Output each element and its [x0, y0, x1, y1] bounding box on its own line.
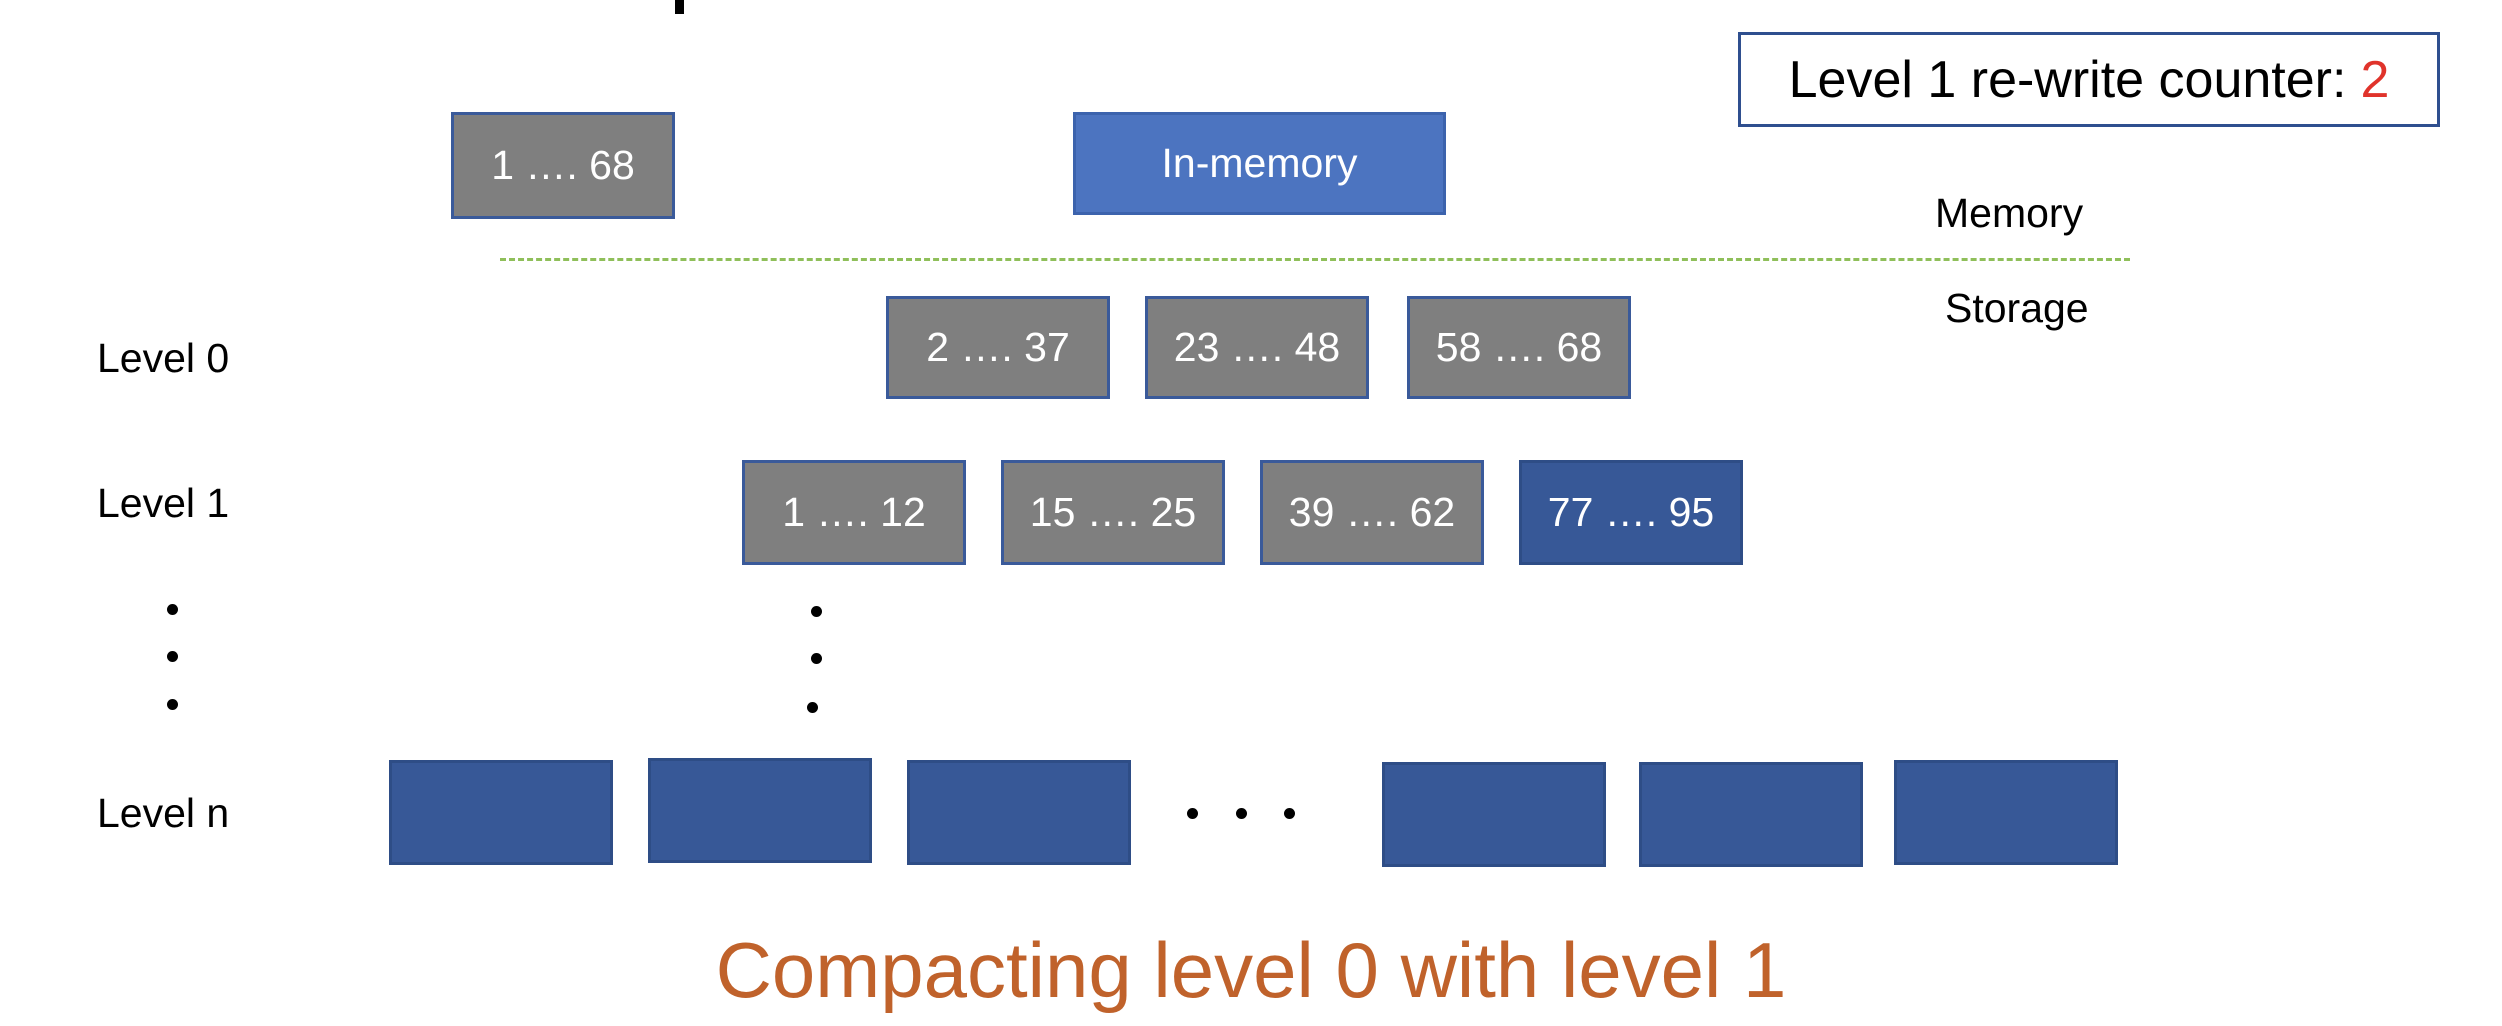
- level-0-sstable-range: 23 …. 48: [1173, 324, 1341, 370]
- title-fragment: [675, 0, 684, 14]
- level-n-sstable: [1639, 762, 1863, 867]
- in-memory-label: In-memory: [1161, 140, 1358, 186]
- memory-label: Memory: [1935, 190, 2084, 236]
- level-n-sstable: [907, 760, 1131, 865]
- memory-storage-divider: [500, 258, 2130, 261]
- ellipsis-dot: [811, 606, 822, 617]
- level-0-sstable-range: 58 …. 68: [1435, 324, 1603, 370]
- ellipsis-dot: [811, 653, 822, 664]
- level-1-sstable: 39 …. 62: [1260, 460, 1484, 565]
- level-1-sstable-range: 39 …. 62: [1288, 489, 1456, 535]
- level-n-sstable: [648, 758, 872, 863]
- level-n-label: Level n: [97, 790, 230, 836]
- level-1-sstable-range: 15 …. 25: [1029, 489, 1197, 535]
- in-memory-block: In-memory: [1073, 112, 1446, 215]
- level-1-label: Level 1: [97, 480, 230, 526]
- level-0-sstable: 23 …. 48: [1145, 296, 1369, 399]
- level-1-sstable-range: 77 …. 95: [1547, 489, 1715, 535]
- level-1-sstable-range: 1 …. 12: [782, 489, 926, 535]
- ellipsis-dot: [167, 651, 178, 662]
- rewrite-counter-value: 2: [2360, 50, 2390, 109]
- level-1-sstable: 1 …. 12: [742, 460, 966, 565]
- level-n-sstable: [1894, 760, 2118, 865]
- ellipsis-dot: [1187, 808, 1198, 819]
- ellipsis-dot: [1236, 808, 1247, 819]
- ellipsis-dot: [167, 604, 178, 615]
- ellipsis-dot: [807, 702, 818, 713]
- level-n-sstable: [1382, 762, 1606, 867]
- level-0-sstable-range: 2 …. 37: [926, 324, 1070, 370]
- level-0-sstable: 58 …. 68: [1407, 296, 1631, 399]
- rewrite-counter-label: Level 1 re-write counter:: [1788, 50, 2347, 109]
- level-1-sstable-new: 77 …. 95: [1519, 460, 1743, 565]
- flushing-memtable-block: 1 …. 68: [451, 112, 675, 219]
- level-1-sstable: 15 …. 25: [1001, 460, 1225, 565]
- caption: Compacting level 0 with level 1: [715, 926, 1787, 1014]
- ellipsis-dot: [1284, 808, 1295, 819]
- flushing-memtable-range: 1 …. 68: [491, 142, 635, 188]
- ellipsis-dot: [167, 699, 178, 710]
- level-0-label: Level 0: [97, 335, 230, 381]
- storage-label: Storage: [1945, 285, 2089, 331]
- level-0-sstable: 2 …. 37: [886, 296, 1110, 399]
- level-n-sstable: [389, 760, 613, 865]
- rewrite-counter-box: Level 1 re-write counter: 2: [1738, 32, 2440, 127]
